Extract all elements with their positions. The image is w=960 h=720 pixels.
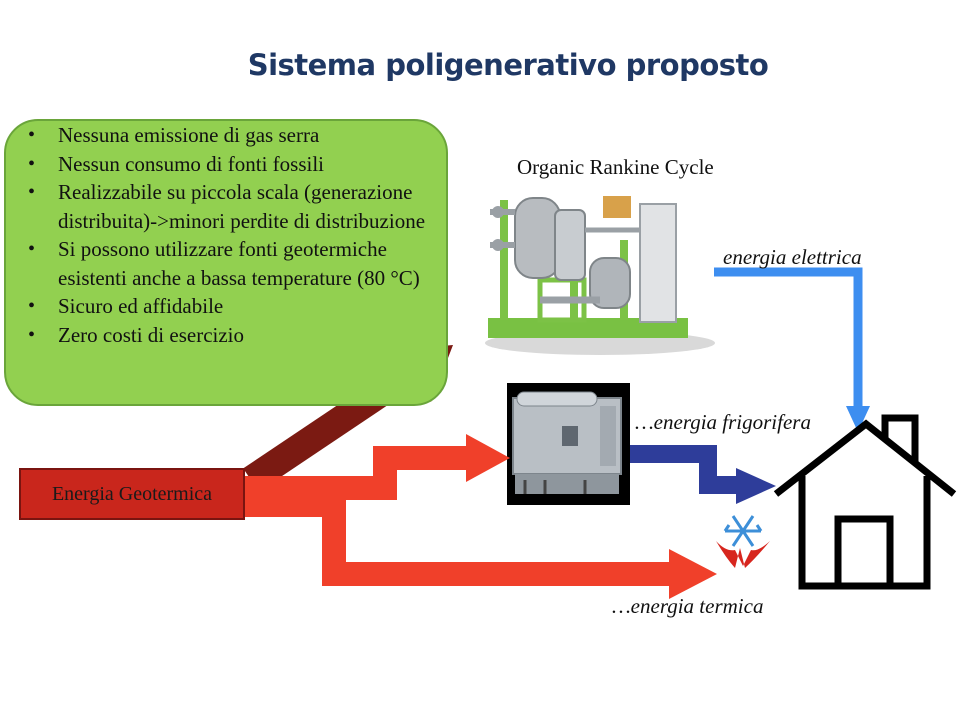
benefit-item: Nessuna emissione di gas serra [28,121,444,150]
benefit-item: Nessun consumo di fonti fossili [28,150,444,179]
benefit-item: Zero costi di esercizio [28,321,444,350]
orc-label: Organic Rankine Cycle [517,155,714,179]
orc-plant-image [485,196,715,355]
benefit-item: Sicuro ed affidabile [28,292,444,321]
electric-energy-label: energia elettrica [723,245,862,269]
geothermal-source-label: Energia Geotermica [51,482,213,505]
benefit-item: Realizzabile su piccola scala (generazio… [28,178,444,235]
cooling-energy-label: …energia frigorifera [635,410,811,434]
house-icon [773,414,957,590]
benefits-box: Nessuna emissione di gas serra Nessun co… [4,119,448,406]
geothermal-source-box: Energia Geotermica [19,468,245,520]
page-title: Sistema poligenerativo proposto [247,48,769,82]
absorption-chiller-image [507,383,630,505]
thermal-energy-label: …energia termica [612,594,764,618]
benefit-item: Si possono utilizzare fonti geotermiche … [28,235,444,292]
electric-output-arrow [714,267,870,432]
heat-cold-icon [712,508,774,571]
thermal-supply-arrow [245,493,717,599]
cooling-supply-arrow [245,434,510,500]
cooling-output-arrow [630,445,776,504]
benefits-list: Nessuna emissione di gas serra Nessun co… [28,121,444,349]
